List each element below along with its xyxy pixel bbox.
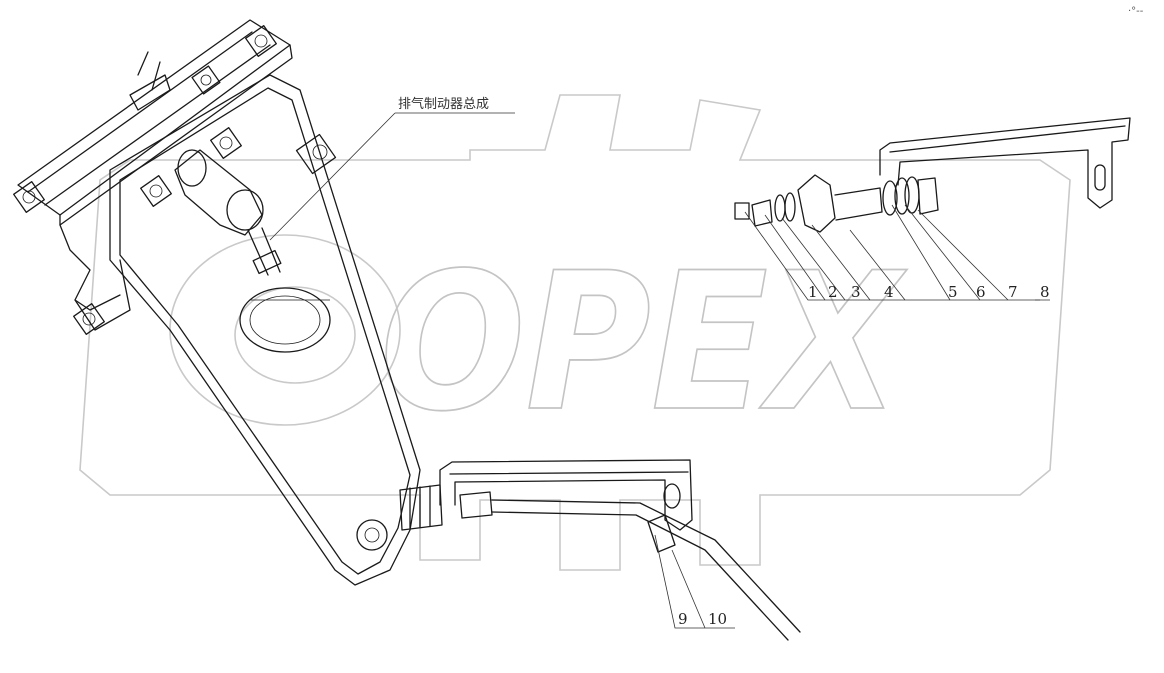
callout-2: 2 <box>828 283 838 301</box>
callout-4: 4 <box>884 283 894 301</box>
assembly-label-leader <box>269 112 515 241</box>
callout-1: 1 <box>808 283 818 301</box>
watermark-o-inner <box>234 286 356 384</box>
callout-8: 8 <box>1040 283 1050 301</box>
callout-9: 9 <box>678 610 688 628</box>
callout-6: 6 <box>976 283 986 301</box>
opex-watermark: OPEX <box>79 94 1071 571</box>
callout-leaders <box>654 204 1050 629</box>
callout-labels: 1 2 3 4 5 6 7 8 9 10 <box>678 283 1050 628</box>
callout-10: 10 <box>708 610 727 628</box>
callout-3: 3 <box>851 283 861 301</box>
corner-mark: ·°-- <box>1128 6 1144 17</box>
watermark-gear <box>79 94 1071 571</box>
assembly-label: 排气制动器总成 <box>398 96 489 112</box>
watermark-o-outer <box>169 234 401 426</box>
lower-bracket-assembly <box>399 459 801 641</box>
upper-bracket-assembly <box>734 117 1131 233</box>
callout-5: 5 <box>948 283 958 301</box>
watermark-text: OPEX <box>380 232 908 453</box>
exhaust-brake-assembly <box>13 19 421 586</box>
callout-7: 7 <box>1008 283 1018 301</box>
